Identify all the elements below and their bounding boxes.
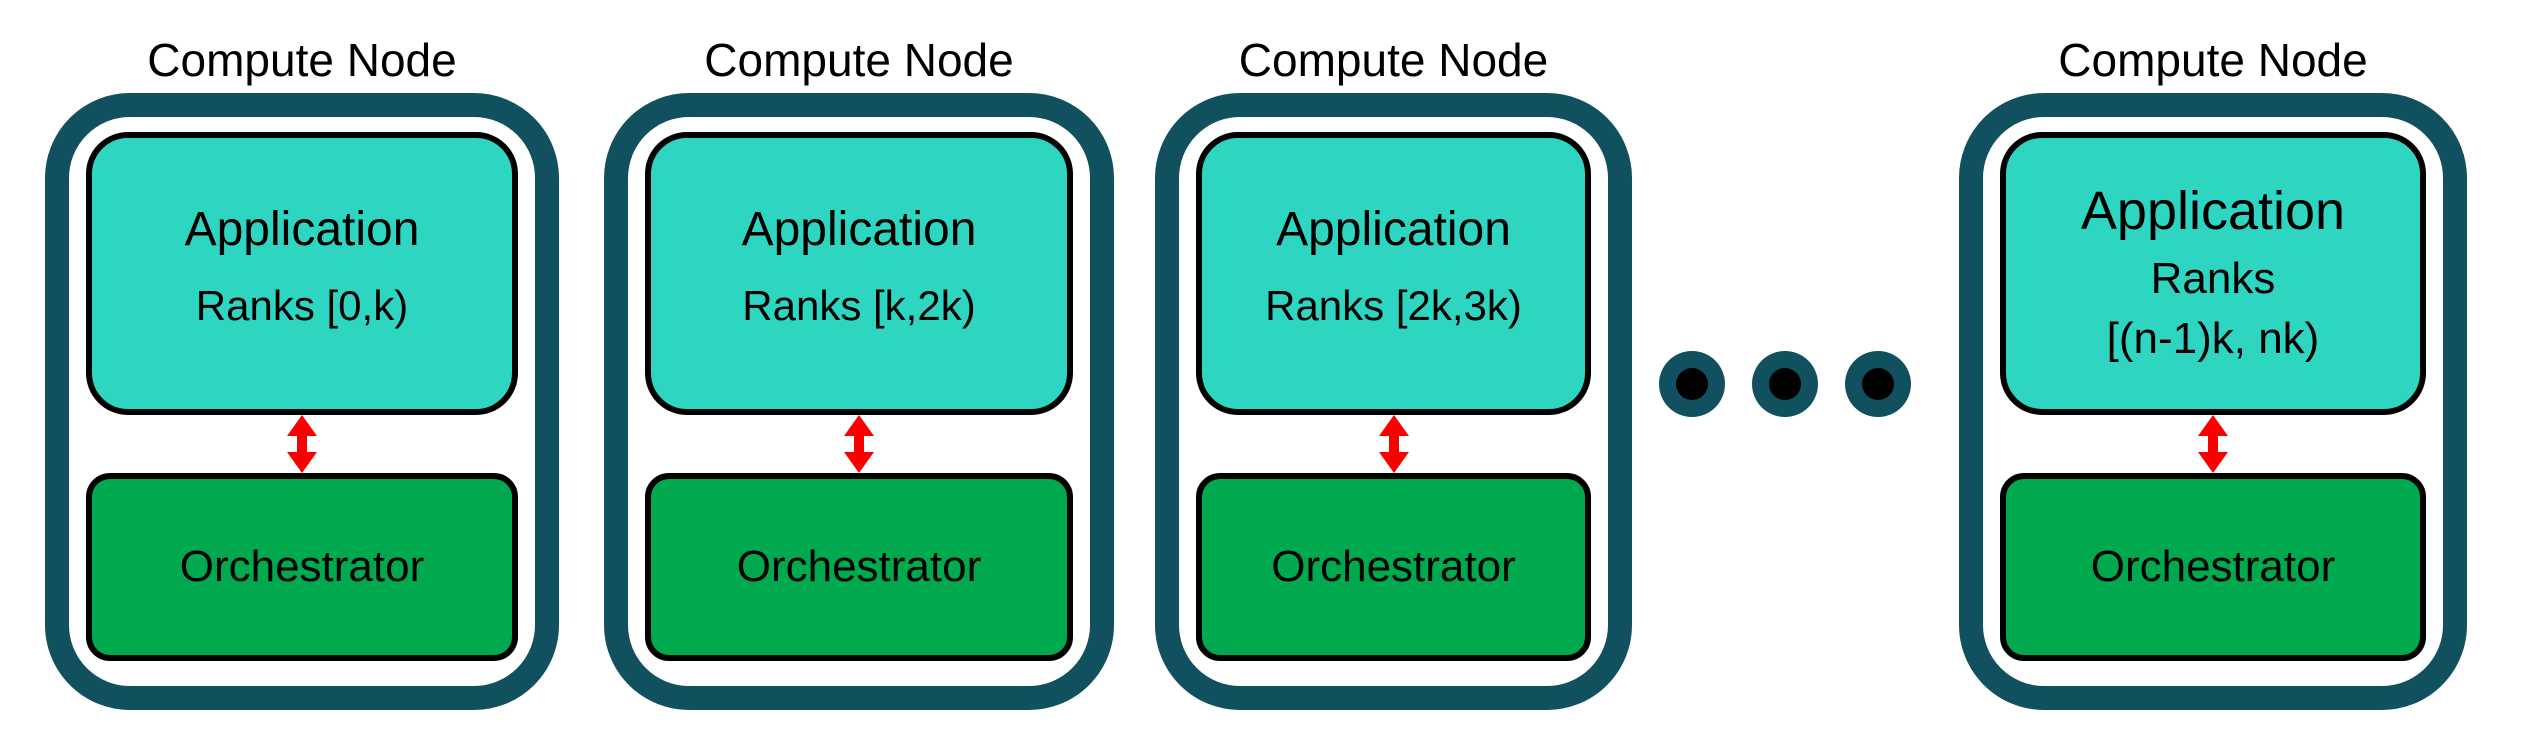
application-box: Application Ranks [k,2k) [645, 132, 1073, 415]
application-label: Application [2080, 180, 2346, 241]
bidirectional-arrow-icon [2000, 415, 2426, 473]
compute-node-frame: Application Ranks [k,2k) Orchestrator [604, 93, 1114, 710]
compute-node-frame: Application Ranks [(n-1)k, nk) Orchestra… [1959, 93, 2467, 710]
orchestrator-box: Orchestrator [2000, 473, 2426, 661]
ellipsis-dot [1845, 351, 1911, 417]
bidirectional-arrow-icon [1196, 415, 1591, 473]
compute-node-title: Compute Node [1238, 34, 1549, 86]
compute-node-1: Compute Node Application Ranks [0,k) Orc… [45, 0, 559, 740]
orchestrator-label: Orchestrator [736, 542, 982, 591]
application-ranks-label: Ranks [0,k) [195, 281, 409, 329]
application-box: Application Ranks [2k,3k) [1196, 132, 1591, 415]
application-label: Application [741, 202, 977, 256]
bidirectional-arrow-icon [86, 415, 518, 473]
ellipsis-dot [1659, 351, 1725, 417]
compute-node-title: Compute Node [704, 34, 1014, 86]
bidirectional-arrow-icon [645, 415, 1073, 473]
application-ranks-range-label: [(n-1)k, nk) [2106, 313, 2320, 363]
compute-node-title: Compute Node [2058, 34, 2368, 86]
application-ranks-label: Ranks [k,2k) [742, 281, 976, 329]
application-label: Application [1276, 202, 1511, 256]
ellipsis-dot-core [1676, 368, 1708, 400]
compute-node-4: Compute Node Application Ranks [(n-1)k, … [1959, 0, 2467, 740]
application-ranks-label: Ranks [2k,3k) [1265, 281, 1522, 329]
compute-node-frame: Application Ranks [0,k) Orchestrator [45, 93, 559, 710]
orchestrator-box: Orchestrator [86, 473, 518, 661]
orchestrator-label: Orchestrator [1271, 542, 1516, 591]
application-box: Application Ranks [(n-1)k, nk) [2000, 132, 2426, 415]
application-label: Application [184, 202, 420, 256]
compute-node-frame: Application Ranks [2k,3k) Orchestrator [1155, 93, 1632, 710]
compute-node-title: Compute Node [147, 34, 457, 86]
application-box: Application Ranks [0,k) [86, 132, 518, 415]
orchestrator-box: Orchestrator [645, 473, 1073, 661]
application-ranks-label: Ranks [2150, 253, 2276, 303]
orchestrator-label: Orchestrator [179, 542, 425, 591]
ellipsis-dot-core [1769, 368, 1801, 400]
ellipsis-dot [1752, 351, 1818, 417]
compute-node-2: Compute Node Application Ranks [k,2k) Or… [604, 0, 1114, 740]
ellipsis-dot-core [1862, 368, 1894, 400]
orchestrator-box: Orchestrator [1196, 473, 1591, 661]
compute-node-3: Compute Node Application Ranks [2k,3k) O… [1155, 0, 1632, 740]
orchestrator-label: Orchestrator [2090, 542, 2336, 591]
ellipsis-dots [1659, 351, 1911, 417]
